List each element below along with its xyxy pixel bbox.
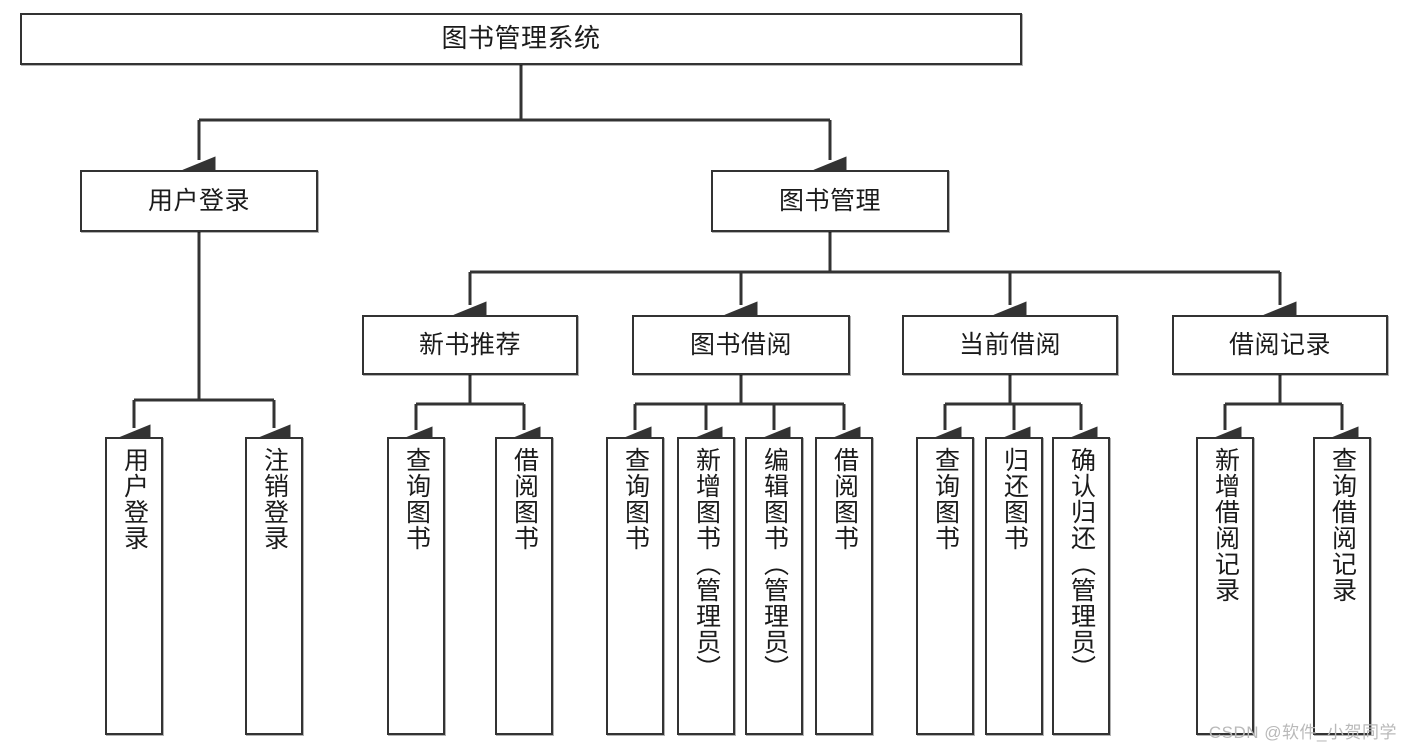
node-leaf-borrow-book[interactable]: 借阅图书 [815, 437, 873, 735]
node-root-book-management-system[interactable]: 图书管理系统 [20, 13, 1022, 65]
node-leaf-query-book-current[interactable]: 查询图书 [916, 437, 974, 735]
node-leaf-query-book-recommend[interactable]: 查询图书 [387, 437, 445, 735]
node-leaf-borrow-book-recommend[interactable]: 借阅图书 [495, 437, 553, 735]
node-label: 查询图书 [621, 447, 650, 551]
watermark: CSDN @软件_小贺同学 [1208, 723, 1397, 742]
node-leaf-user-login[interactable]: 用户登录 [105, 437, 163, 735]
node-leaf-add-book[interactable]: 新增图书（管理员） [677, 437, 735, 735]
node-label: 编辑图书（管理员） [760, 447, 789, 681]
node-leaf-query-borrow-record[interactable]: 查询借阅记录 [1313, 437, 1371, 735]
node-leaf-query-book-borrow[interactable]: 查询图书 [606, 437, 664, 735]
node-book-borrow[interactable]: 图书借阅 [632, 315, 850, 375]
node-label: 新书推荐 [418, 330, 521, 359]
node-leaf-confirm-return[interactable]: 确认归还（管理员） [1052, 437, 1110, 735]
node-new-book-recommend[interactable]: 新书推荐 [362, 315, 578, 375]
node-label: 借阅图书 [830, 447, 859, 551]
node-label: 图书管理 [778, 186, 881, 215]
node-label: 确认归还（管理员） [1067, 447, 1096, 681]
node-label: 查询图书 [402, 447, 431, 551]
node-leaf-add-borrow-record[interactable]: 新增借阅记录 [1196, 437, 1254, 735]
node-label: 新增图书（管理员） [692, 447, 721, 681]
node-book-manage[interactable]: 图书管理 [711, 170, 949, 232]
node-label: 归还图书 [1000, 447, 1029, 551]
node-label: 查询借阅记录 [1328, 447, 1357, 603]
node-current-borrow[interactable]: 当前借阅 [902, 315, 1118, 375]
node-label: 图书管理系统 [441, 23, 601, 54]
node-user-login[interactable]: 用户登录 [80, 170, 318, 232]
node-label: 查询图书 [931, 447, 960, 551]
node-label: 用户登录 [120, 447, 149, 551]
node-label: 借阅记录 [1228, 330, 1331, 359]
node-label: 注销登录 [260, 447, 289, 551]
node-leaf-logout-login[interactable]: 注销登录 [245, 437, 303, 735]
node-label: 新增借阅记录 [1211, 447, 1240, 603]
node-label: 当前借阅 [958, 330, 1061, 359]
node-borrow-record[interactable]: 借阅记录 [1172, 315, 1388, 375]
node-leaf-return-book[interactable]: 归还图书 [985, 437, 1043, 735]
node-label: 用户登录 [147, 186, 250, 215]
node-leaf-edit-book[interactable]: 编辑图书（管理员） [745, 437, 803, 735]
node-label: 借阅图书 [510, 447, 539, 551]
node-label: 图书借阅 [689, 330, 792, 359]
